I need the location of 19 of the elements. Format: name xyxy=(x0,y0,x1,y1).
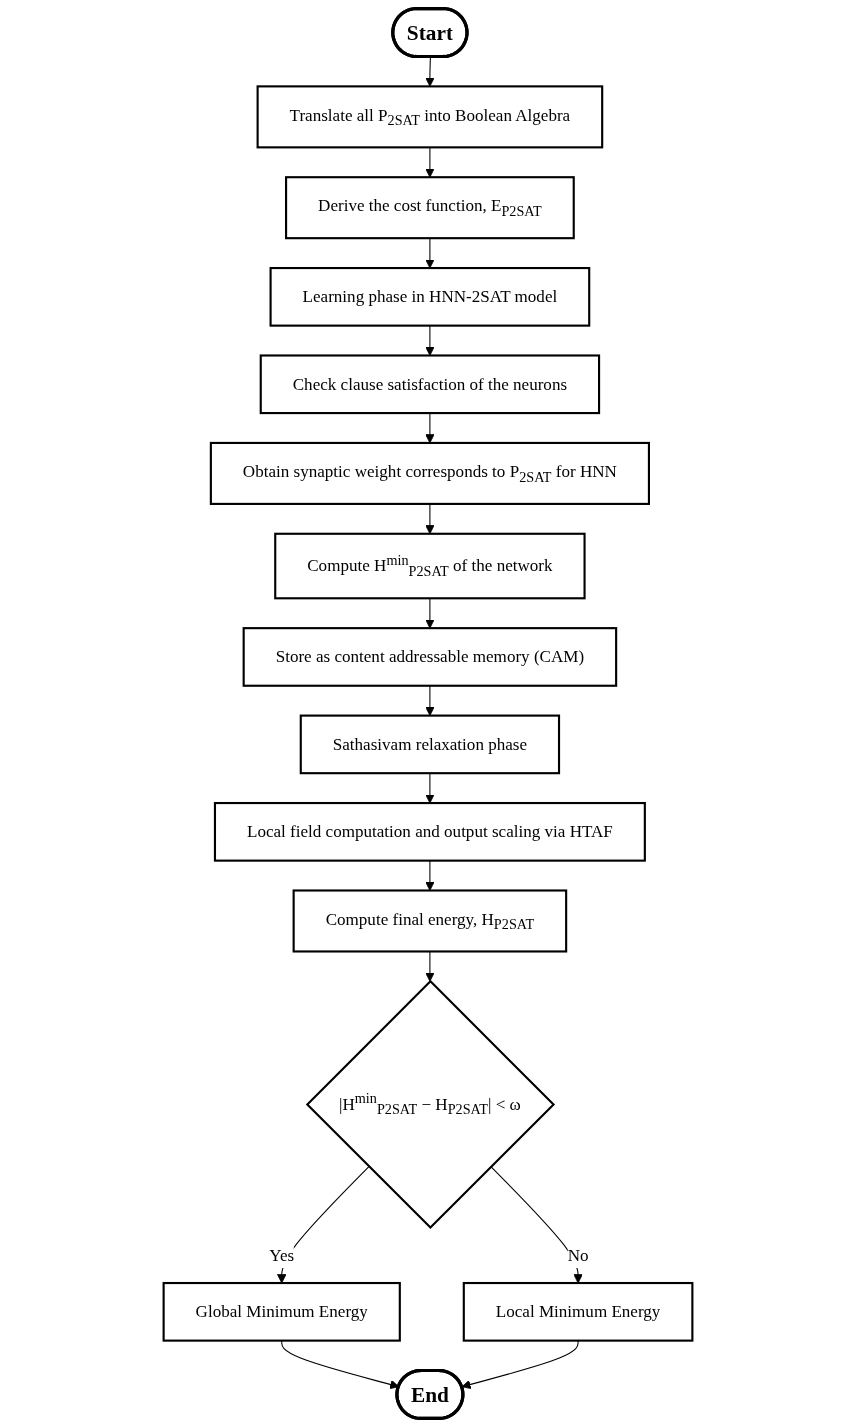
node-diamond: |H$^{min}$$_{P2SAT}$ − H$_{P2SAT}$| < ω xyxy=(305,979,556,1230)
arrow xyxy=(461,1340,579,1390)
arrow xyxy=(425,860,435,891)
node-box: Compute final energy, H$_{P2SAT}$ xyxy=(292,889,568,953)
edge-label: No xyxy=(567,1245,589,1264)
node-box: Learning phase in HNN-2SAT model xyxy=(269,266,591,327)
arrow xyxy=(425,325,435,356)
node-box: Check clause satisfaction of the neurons xyxy=(259,354,601,415)
node-box: Derive the cost function, E$_{P2SAT}$ xyxy=(285,176,575,240)
node-box: Obtain synaptic weight corresponds to P$_{2SAT}$ for HNN xyxy=(209,441,650,505)
node-box: Translate all P$_{2SAT}$ into Boolean Algebra xyxy=(256,85,604,149)
node-box: Sathasivam relaxation phase xyxy=(299,714,561,775)
node-box: Local field computation and output scaling via HTAF xyxy=(213,802,646,862)
node-box: Local Minimum Energy xyxy=(462,1281,694,1342)
arrow xyxy=(425,56,435,87)
node-box: Compute H$^{min}$$_{P2SAT}$ of the network xyxy=(274,532,586,600)
node-box: Store as content addressable memory (CAM) xyxy=(242,627,618,687)
node-box: Global Minimum Energy xyxy=(162,1281,401,1342)
edge-label: Yes xyxy=(269,1245,295,1264)
